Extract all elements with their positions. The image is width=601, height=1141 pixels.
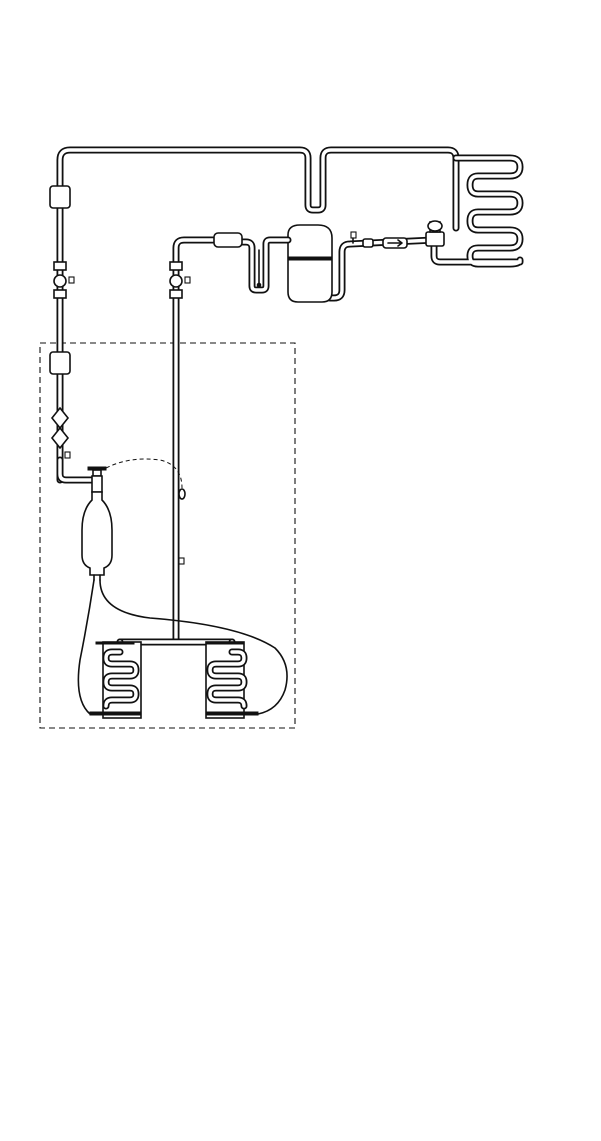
receiver-tank [288,225,332,302]
suction-service-port [179,558,184,564]
evaporator-coil-right [206,642,258,718]
condenser-coil [434,158,520,264]
discharge-line [60,150,456,480]
condenser-outlet-line [330,240,434,298]
suction-service-valve [170,262,190,298]
suction-line [176,240,214,640]
liquid-line-to-txv [60,452,92,480]
condenser-valve [426,221,444,246]
distributor-bulb [82,492,112,580]
evaporator-coil-left [90,642,141,718]
filter-drier-lower [50,352,70,374]
sight-glass [52,408,68,448]
suction-filter [214,233,242,247]
liquid-service-valve [54,262,74,298]
filter-drier-upper [363,238,407,248]
filter-drier-top [50,186,70,208]
accumulator-trap [242,240,288,290]
